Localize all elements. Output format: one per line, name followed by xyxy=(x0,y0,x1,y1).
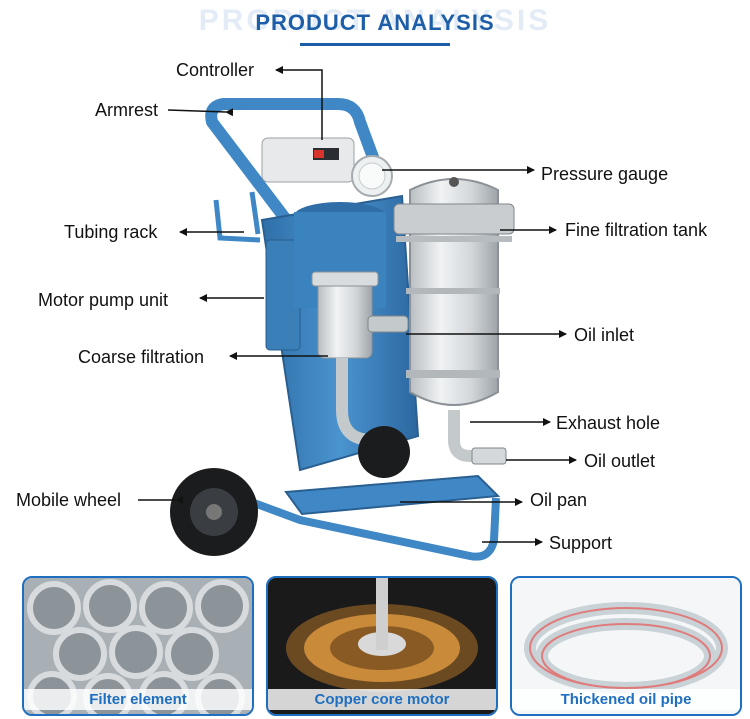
label-tubing-rack: Tubing rack xyxy=(64,222,158,242)
label-fine-filtration-tank: Fine filtration tank xyxy=(565,220,708,240)
leader-lines xyxy=(138,66,577,546)
card-caption-copper-core-motor: Copper core motor xyxy=(268,689,496,710)
card-caption-thickened-oil-pipe: Thickened oil pipe xyxy=(512,689,740,710)
label-mobile-wheel: Mobile wheel xyxy=(16,490,122,510)
tubing-rack-shape xyxy=(249,191,261,235)
label-motor-pump-unit: Motor pump unit xyxy=(38,290,169,310)
label-exhaust-hole: Exhaust hole xyxy=(556,413,661,433)
card-caption-filter-element: Filter element xyxy=(24,689,252,710)
card-thickened-oil-pipe: Thickened oil pipe xyxy=(510,576,742,716)
armrest-shape xyxy=(205,98,380,242)
card-filter-element: Filter element xyxy=(22,576,254,716)
label-controller: Controller xyxy=(176,60,255,80)
support-shape xyxy=(244,496,500,561)
header: PRODUCT ANALYSIS PRODUCT ANALYSIS xyxy=(0,0,750,50)
card-copper-core-motor: Copper core motor xyxy=(266,576,498,716)
label-support: Support xyxy=(549,533,613,553)
controller-box xyxy=(261,137,355,183)
page-title: PRODUCT ANALYSIS xyxy=(255,10,495,35)
title-ghost-text: PRODUCT ANALYSIS xyxy=(198,4,552,37)
oil-filter-machine-illustration xyxy=(138,66,577,561)
oil-pan-shape xyxy=(284,474,501,516)
title-underline xyxy=(300,43,450,46)
label-armrest: Armrest xyxy=(95,100,158,120)
label-coarse-filtration: Coarse filtration xyxy=(78,347,205,367)
label-pressure-gauge: Pressure gauge xyxy=(541,164,669,184)
label-oil-inlet: Oil inlet xyxy=(574,325,635,345)
coarse-filter-shape xyxy=(317,275,373,359)
label-oil-pan: Oil pan xyxy=(530,490,588,510)
label-oil-outlet: Oil outlet xyxy=(584,451,656,471)
